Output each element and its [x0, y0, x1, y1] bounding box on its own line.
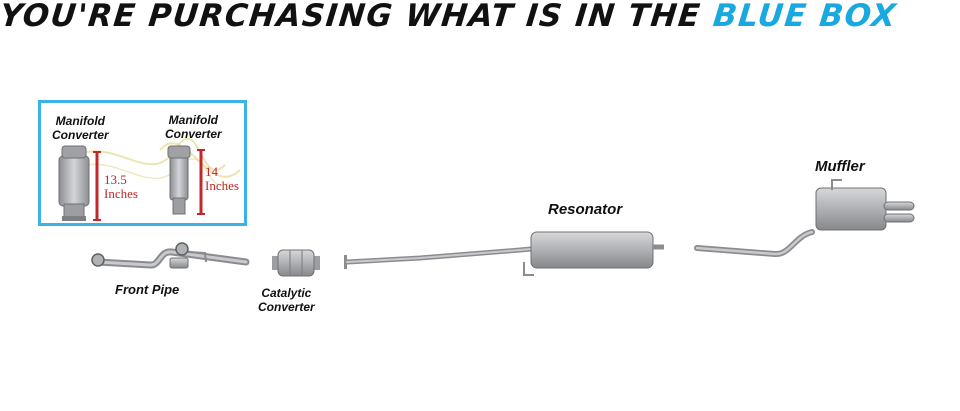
muffler-label: Muffler [815, 158, 865, 175]
dimension-left: 13.5 Inches [104, 172, 138, 201]
dimension-right: 14 Inches [205, 164, 239, 193]
resonator-assembly [344, 231, 664, 276]
manifold-flow-swirl [159, 142, 241, 178]
catalytic-converter-label: Catalytic Converter [258, 286, 315, 314]
manifold-converter-right-label: Manifold Converter [165, 113, 222, 141]
front-pipe-label: Front Pipe [115, 282, 180, 297]
blue-box-highlight [38, 100, 247, 226]
front-pipe [91, 242, 250, 269]
muffler-assembly [694, 179, 915, 257]
manifold-converter-left [58, 137, 231, 221]
manifold-converter-right [159, 142, 241, 215]
manifold-converter-left-label: Manifold Converter [52, 114, 109, 142]
catalytic-converter [272, 249, 320, 277]
resonator-label: Resonator [548, 201, 623, 218]
